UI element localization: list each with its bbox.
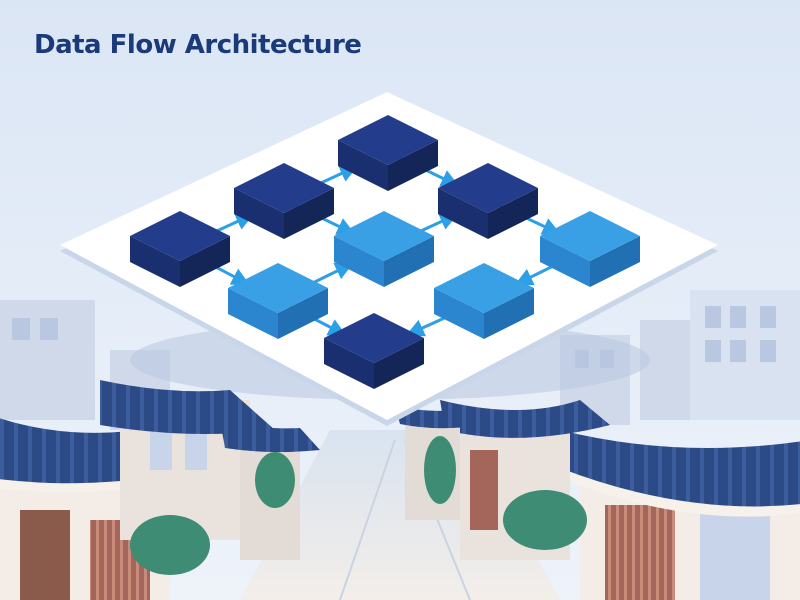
flow-node-n6 <box>228 263 328 339</box>
flow-node-n7 <box>540 211 640 287</box>
flow-node-n4 <box>130 211 230 287</box>
flow-node-n8 <box>434 263 534 339</box>
page-title: Data Flow Architecture <box>34 30 362 60</box>
flow-node-n1 <box>338 115 438 191</box>
flow-nodes <box>130 115 640 389</box>
flow-node-n5 <box>334 211 434 287</box>
building-windows <box>12 306 776 368</box>
flow-node-n3 <box>438 163 538 239</box>
right-houses <box>395 400 800 600</box>
flow-node-n2 <box>234 163 334 239</box>
flow-node-n9 <box>324 313 424 389</box>
left-houses <box>0 380 320 600</box>
